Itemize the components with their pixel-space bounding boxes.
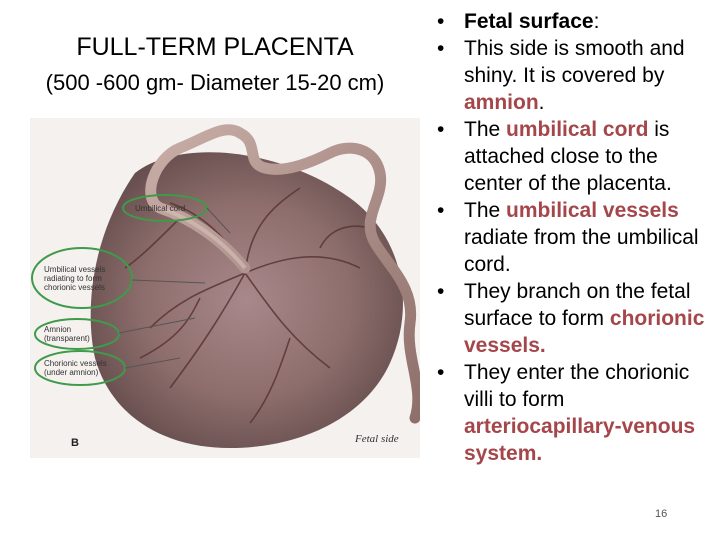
bullet-text: They branch on the fetal surface to form [464,280,691,330]
label-vessels-2: radiating to form [44,274,102,283]
bullet-item: They branch on the fetal surface to form… [434,278,718,359]
page-number: 16 [655,508,668,520]
bullet-text: The [464,118,507,141]
placenta-disk [90,152,403,448]
label-vessels-3: chorionic vessels [44,283,105,292]
page-title: FULL-TERM PLACENTA [76,33,354,61]
placenta-figure: Umbilical cord Umbilical vessels radiati… [30,118,420,458]
page-subtitle: (500 -600 gm- Diameter 15-20 cm) [45,70,385,95]
bullet-item: Fetal surface: [434,8,718,35]
bullet-text: This side is smooth and shiny. It is cov… [464,37,685,87]
label-vessels-1: Umbilical vessels [44,265,106,274]
label-amnion-2: (transparent) [44,334,90,343]
figure-letter: B [71,437,79,449]
bullet-heading: Fetal surface [464,10,594,33]
leader-lines [118,207,231,369]
label-chorionic-2: (under amnion) [44,368,99,377]
figure-caption: Fetal side [355,433,399,445]
bullet-text: : [593,10,600,33]
bullet-text: . [538,91,545,114]
label-amnion-1: Amnion [44,325,72,334]
umbilical-cord [145,124,420,424]
bullet-text: radiate from the umbilical cord. [464,226,699,276]
label-chorionic-1: Chorionic vessels [44,359,107,368]
bullet-highlight: chorionic vessels. [464,307,705,357]
bullet-highlight: amnion [464,91,539,114]
bullet-highlight: umbilical vessels [506,199,679,222]
bullet-highlight: umbilical cord [506,118,649,141]
bullet-item: This side is smooth and shiny. It is cov… [434,35,718,116]
bullet-item: The umbilical vessels radiate from the u… [434,197,718,278]
label-umbilical-cord: Umbilical cord [135,204,186,213]
bullet-text: The [464,199,507,222]
bullet-item: They enter the chorionic villi to form a… [434,359,718,467]
bullet-text: is attached close to the center of the p… [464,118,672,195]
bullet-item: The umbilical cord is attached close to … [434,116,718,197]
placenta-photo [30,118,420,458]
bullet-highlight: arteriocapillary-venous system. [464,415,696,465]
bullet-text: They enter the chorionic villi to form [464,361,690,411]
bullet-list: Fetal surface: This side is smooth and s… [434,8,718,467]
